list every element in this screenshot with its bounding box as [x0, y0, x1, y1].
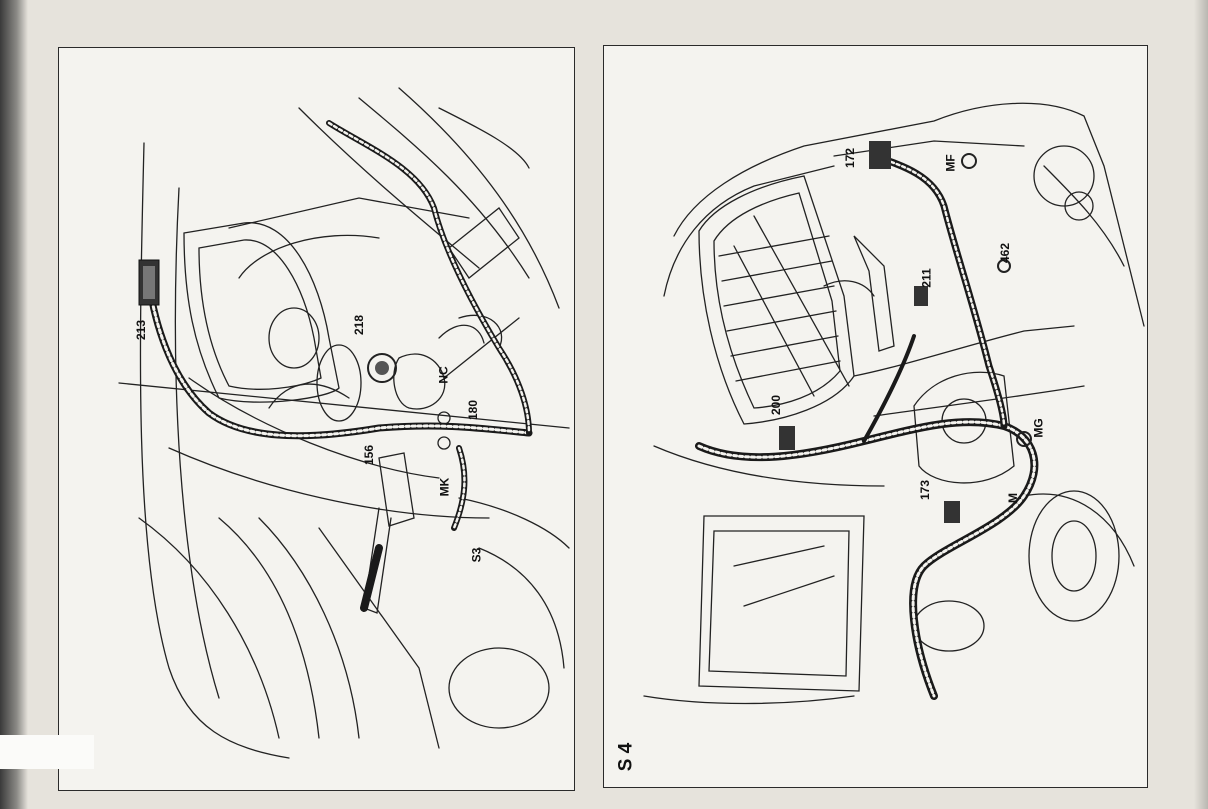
callout-MG: MG — [1031, 418, 1046, 438]
callout-156: 156 — [362, 444, 377, 466]
callout-200: 200 — [769, 394, 784, 416]
sheet-label: S 4 — [615, 742, 637, 772]
scan-white-patch — [0, 735, 94, 769]
scan-edge-shadow — [1194, 0, 1208, 809]
callout-S3: S3 — [469, 547, 484, 563]
scan-binding-shadow — [0, 0, 28, 809]
callout-218: 218 — [352, 314, 367, 336]
callout-NC: NC — [436, 366, 451, 384]
left-diagram-panel: 213 218 NC 156 180 MK S3 — [58, 47, 575, 791]
callout-M: M — [1006, 493, 1020, 503]
right-diagram-panel: 172 MF 211 462 200 173 M MG S 4 — [603, 45, 1148, 788]
right-wiring-illustration — [643, 102, 1145, 705]
callout-MF: MF — [943, 154, 958, 172]
callout-180: 180 — [466, 399, 481, 421]
callout-462: 462 — [998, 242, 1013, 264]
callout-173: 173 — [918, 479, 933, 501]
callout-172: 172 — [843, 147, 858, 169]
callout-MK: MK — [437, 477, 452, 497]
callout-213: 213 — [134, 319, 149, 341]
left-wiring-illustration — [118, 87, 570, 759]
callout-211: 211 — [919, 268, 934, 288]
